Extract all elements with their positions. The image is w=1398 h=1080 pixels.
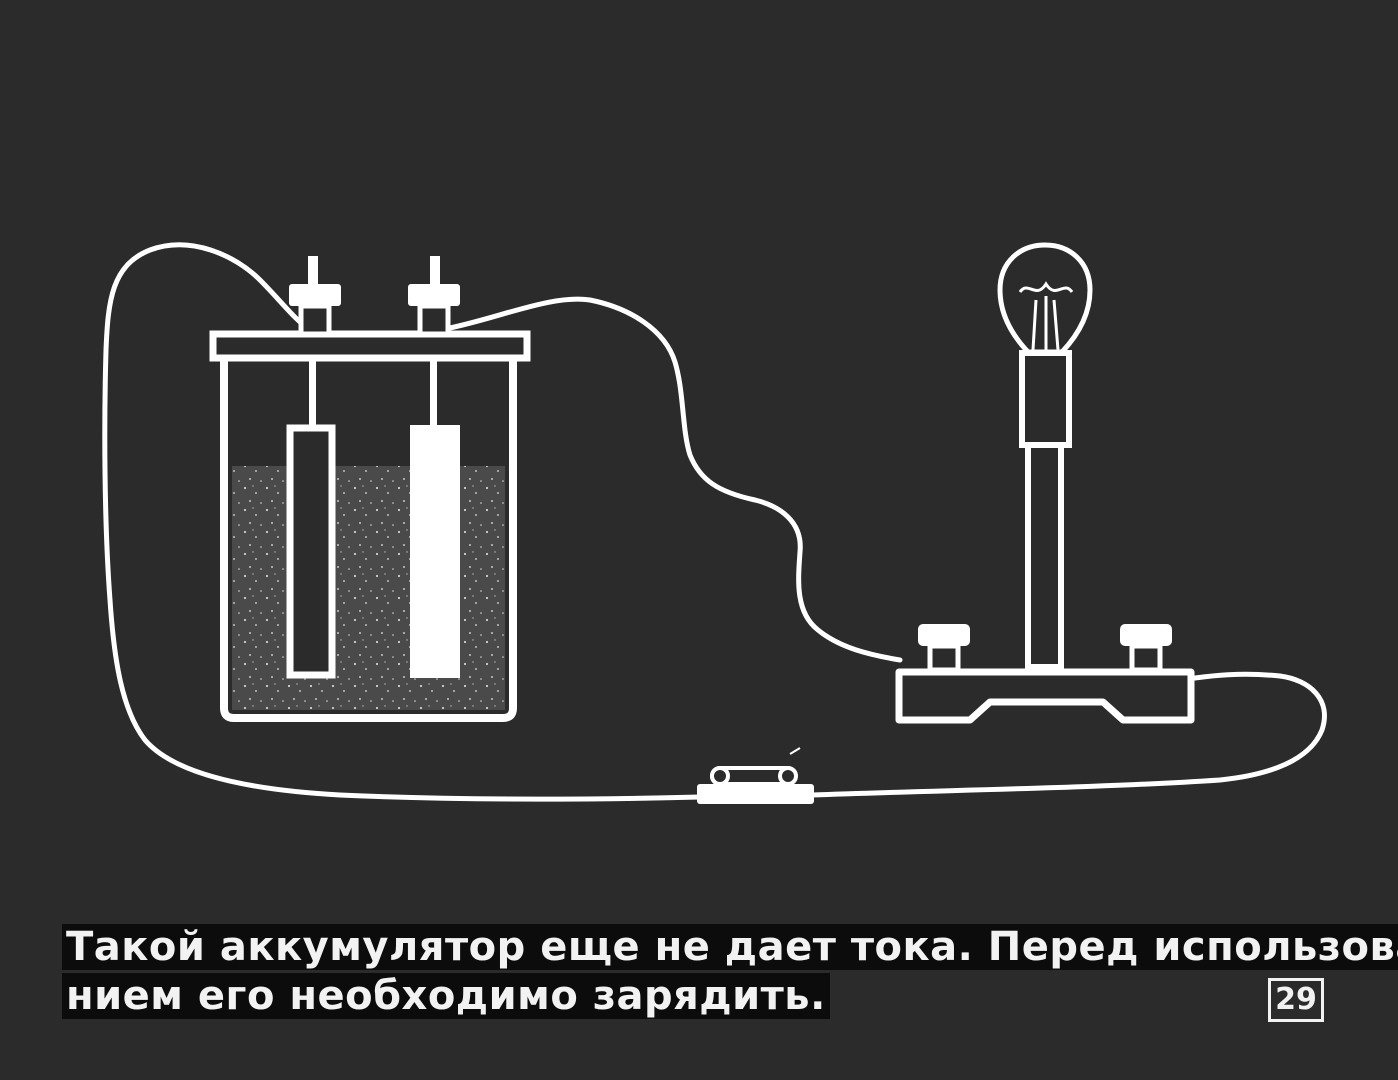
caption-line-1: Такой аккумулятор еще не дает тока. Пере… xyxy=(62,924,1398,970)
slide-number-badge: 29 xyxy=(1268,978,1324,1022)
circuit-wire xyxy=(102,242,1327,802)
lamp-terminal-right xyxy=(1120,624,1172,673)
lamp-terminal-left xyxy=(918,624,970,673)
lamp-base xyxy=(895,668,1195,724)
caption-line-2: нием его необходимо зарядить. xyxy=(62,973,830,1019)
battery-terminal-left xyxy=(289,256,341,337)
lamp-socket xyxy=(1019,350,1072,670)
electrode-left xyxy=(286,360,336,679)
battery-jar xyxy=(209,330,531,722)
electrode-right xyxy=(410,360,460,678)
light-bulb xyxy=(997,242,1093,355)
switch xyxy=(697,747,814,804)
battery-terminal-right xyxy=(408,256,460,337)
